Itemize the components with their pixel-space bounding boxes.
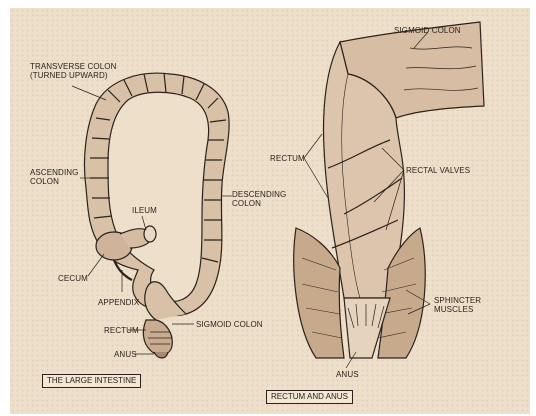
label-cecum: CECUM [58,274,88,283]
label-descending-colon-line1: DESCENDING [232,190,286,199]
caption-rectum-and-anus: RECTUM AND ANUS [266,390,353,404]
label-sphincter-muscles: SPHINCTER MUSCLES [434,296,481,314]
anatomy-illustration: TRANSVERSE COLON (TURNED UPWARD) ASCENDI… [10,8,530,414]
label-transverse-colon-line2: (TURNED UPWARD) [30,71,117,80]
label-rectal-valves: RECTAL VALVES [406,166,470,175]
label-transverse-colon-line1: TRANSVERSE COLON [30,62,117,71]
label-rectum-right: RECTUM [270,154,305,163]
label-ileum: ILEUM [132,206,157,215]
large-intestine-figure [84,73,229,358]
label-ascending-colon: ASCENDING COLON [30,168,78,186]
label-sigmoid-colon-right: SIGMOID COLON [394,26,461,35]
label-appendix: APPENDIX [98,298,139,307]
label-ascending-colon-line2: COLON [30,177,78,186]
label-sigmoid-colon-left: SIGMOID COLON [196,320,263,329]
label-descending-colon: DESCENDING COLON [232,190,286,208]
label-anus-left: ANUS [114,350,137,359]
label-rectum-left: RECTUM [104,326,139,335]
label-descending-colon-line2: COLON [232,199,286,208]
label-sphincter-line2: MUSCLES [434,305,481,314]
label-ascending-colon-line1: ASCENDING [30,168,78,177]
label-transverse-colon: TRANSVERSE COLON (TURNED UPWARD) [30,62,117,80]
anus-left-shape [154,352,168,358]
label-anus-right: ANUS [336,370,359,379]
colon-inner-space [108,92,209,301]
label-sphincter-line1: SPHINCTER [434,296,481,305]
rectum-left-shape [143,320,172,355]
caption-large-intestine: THE LARGE INTESTINE [42,374,141,388]
